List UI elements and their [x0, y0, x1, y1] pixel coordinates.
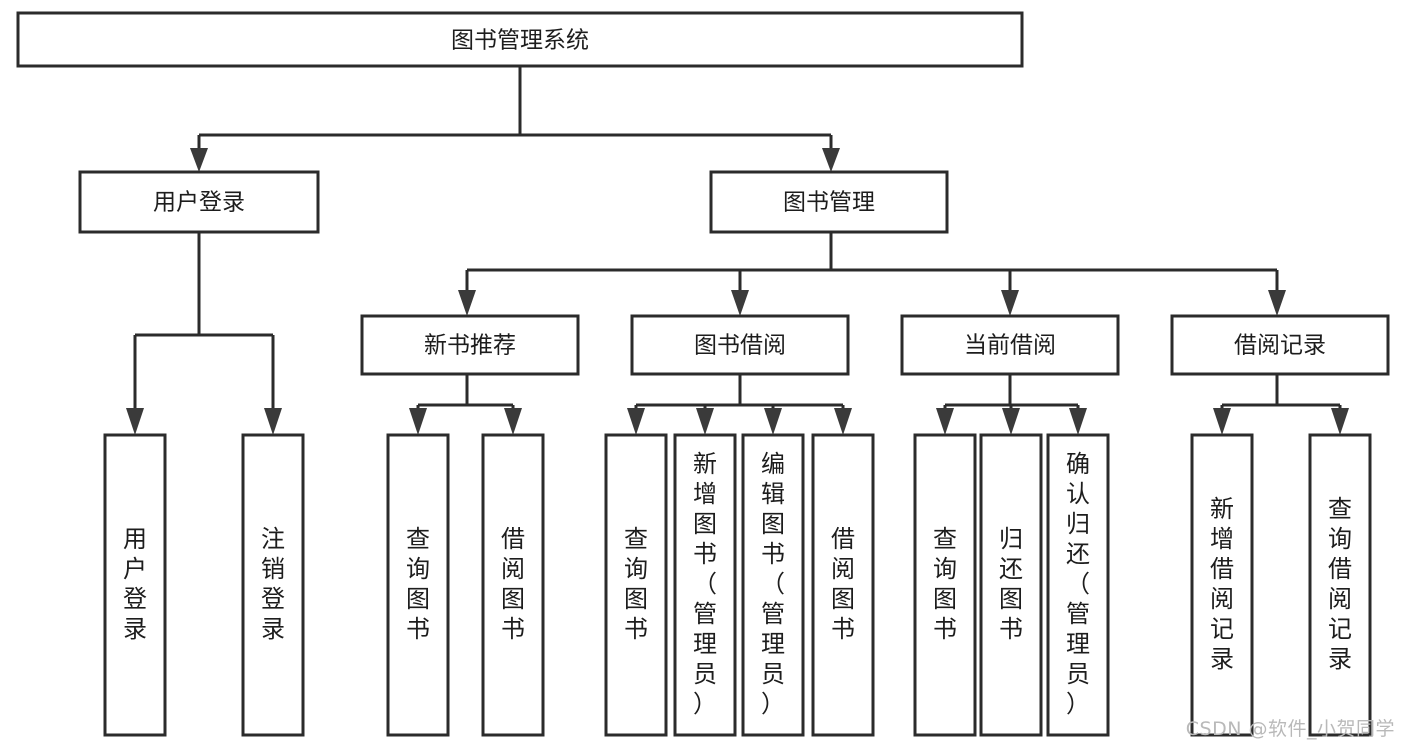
node-book-borrow-label: 图书借阅 — [694, 333, 786, 359]
arrow-head-nbr-leaf-2 — [504, 408, 522, 435]
leaf-box-nbr-2[interactable] — [481, 433, 545, 737]
leaf-box-bb-4[interactable] — [811, 433, 875, 737]
node-borrow-record-box — [1170, 314, 1390, 376]
leaf-box-br-1[interactable] — [1190, 433, 1254, 737]
connector-group-root — [190, 66, 840, 172]
connector-group-user-login — [126, 232, 282, 435]
leaf-label-cb-3: 确认归还（管理员） — [1066, 450, 1090, 718]
arrow-head-cb-leaf-2 — [1002, 408, 1020, 435]
node-current-borrow[interactable]: 当前借阅 — [900, 314, 1120, 376]
node-book-manage-label: 图书管理 — [783, 190, 875, 216]
leaf-box-bb-3[interactable] — [741, 433, 805, 737]
arrow-head-br-leaf-2 — [1331, 408, 1349, 435]
arrow-head-user-login-leaf-2 — [264, 408, 282, 435]
connector-group-borrow-record — [1213, 374, 1349, 435]
node-new-book-recommend[interactable]: 新书推荐 — [360, 314, 580, 376]
node-new-book-recommend-label: 新书推荐 — [424, 333, 516, 359]
arrow-head-cb-leaf-3 — [1069, 408, 1087, 435]
node-book-manage[interactable]: 图书管理 — [709, 170, 949, 234]
leaf-box-cb-2[interactable] — [979, 433, 1043, 737]
node-borrow-record-label: 借阅记录 — [1234, 333, 1326, 359]
arrow-head-br-leaf-1 — [1213, 408, 1231, 435]
arrow-head-book-manage — [822, 148, 840, 172]
arrow-head-bb-leaf-4 — [834, 408, 852, 435]
leaf-box-bb-1[interactable] — [604, 433, 668, 737]
arrow-head-borrow-record — [1268, 290, 1286, 316]
arrow-head-cb-leaf-1 — [936, 408, 954, 435]
node-current-borrow-box — [900, 314, 1120, 376]
node-root-system[interactable]: 图书管理系统 — [16, 11, 1024, 68]
arrow-head-bb-leaf-1 — [627, 408, 645, 435]
leaf-label-bb-4: 借阅图书 — [831, 525, 855, 643]
leaf-box-bb-2[interactable] — [673, 433, 737, 737]
arrow-head-bb-leaf-2 — [696, 408, 714, 435]
leaf-box-user-login-1[interactable] — [103, 433, 167, 737]
leaf-label-bb-1: 查询图书 — [624, 525, 648, 643]
node-new-book-recommend-box — [360, 314, 580, 376]
arrow-head-book-borrow — [731, 290, 749, 316]
leaf-box-nbr-1[interactable] — [386, 433, 450, 737]
leaf-box-group — [103, 433, 1372, 737]
node-book-manage-box — [709, 170, 949, 234]
arrow-head-new-book-recommend — [458, 290, 476, 316]
leaf-box-br-2[interactable] — [1308, 433, 1372, 737]
leaf-label-user-login-2: 注销登录 — [261, 525, 285, 643]
leaf-label-nbr-1: 查询图书 — [406, 525, 430, 643]
node-book-borrow[interactable]: 图书借阅 — [630, 314, 850, 376]
connector-group-book-manage — [458, 232, 1286, 316]
node-book-borrow-box — [630, 314, 850, 376]
node-root-box — [16, 11, 1024, 68]
leaf-label-cb-1: 查询图书 — [933, 525, 957, 643]
node-root-label: 图书管理系统 — [451, 28, 589, 54]
leaf-box-user-login-2[interactable] — [241, 433, 305, 737]
node-user-login-box — [78, 170, 320, 234]
leaf-label-br-2: 查询借阅记录 — [1328, 495, 1352, 673]
node-user-login-label: 用户登录 — [153, 190, 245, 216]
arrow-head-current-borrow — [1001, 290, 1019, 316]
leaf-label-cb-2: 归还图书 — [999, 525, 1023, 643]
leaf-box-cb-1[interactable] — [913, 433, 977, 737]
arrow-head-nbr-leaf-1 — [409, 408, 427, 435]
connector-group-new-book-recommend — [409, 374, 522, 435]
node-user-login[interactable]: 用户登录 — [78, 170, 320, 234]
leaf-label-bb-2: 新增图书（管理员） — [693, 450, 717, 718]
leaf-box-cb-3[interactable] — [1046, 433, 1110, 737]
leaf-label-group: 用户登录 注销登录 查询图书 借阅图书 查询图书 新增图书（管理员） 编辑图书（… — [123, 450, 1352, 718]
node-current-borrow-label: 当前借阅 — [964, 333, 1056, 359]
arrow-head-user-login — [190, 148, 208, 172]
arrow-head-user-login-leaf-1 — [126, 408, 144, 435]
leaf-label-user-login-1: 用户登录 — [123, 525, 147, 643]
connector-group-current-borrow — [936, 374, 1087, 435]
leaf-label-nbr-2: 借阅图书 — [501, 525, 525, 643]
node-borrow-record[interactable]: 借阅记录 — [1170, 314, 1390, 376]
connector-group-book-borrow — [627, 374, 852, 435]
leaf-label-bb-3: 编辑图书（管理员） — [761, 450, 785, 718]
leaf-label-br-1: 新增借阅记录 — [1210, 495, 1234, 673]
arrow-head-bb-leaf-3 — [764, 408, 782, 435]
